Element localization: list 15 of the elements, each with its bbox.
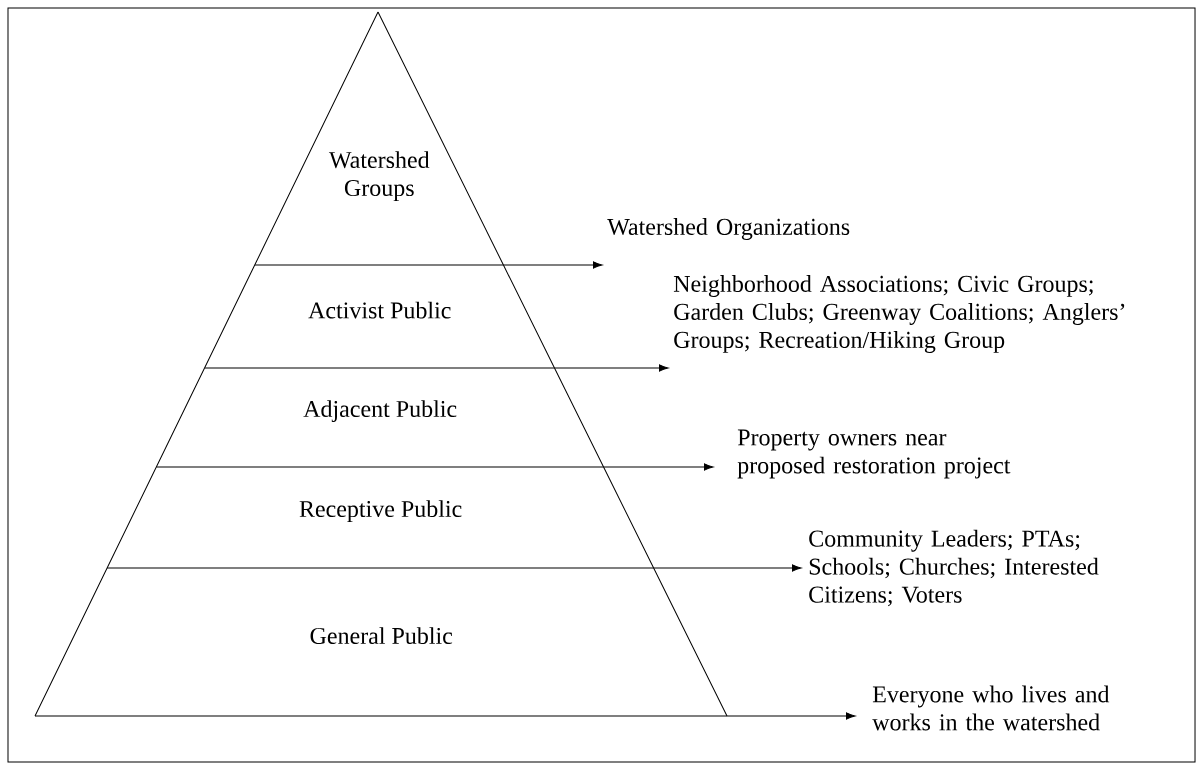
pyramid-band: Activist Public [204,264,555,369]
arrow [204,364,669,372]
pyramid-band: General Public [34,567,728,717]
description-text: Property owners near proposed restoration project [737,429,1011,479]
description-text: Community Leaders; PTAs; Schools; Churches; Interested Citizens; Voters [809,529,1099,607]
pyramid-band: Adjacent Public [155,367,605,468]
arrow [155,463,714,471]
pyramid-band: Receptive Public [106,466,655,569]
description-text: Watershed Organizations [607,218,850,240]
arrow [254,261,603,269]
arrow [34,712,856,720]
arrow [106,564,802,572]
description-text: Neighborhood Associations; Civic Groups; Garden Clubs; Greenway Coalitions; Anglers’ Groups; Recreation/Hiking Group [673,275,1125,353]
pyramid-band: Watershed Groups [254,11,504,266]
description-text: Everyone who lives and works in the watershed [872,685,1110,731]
